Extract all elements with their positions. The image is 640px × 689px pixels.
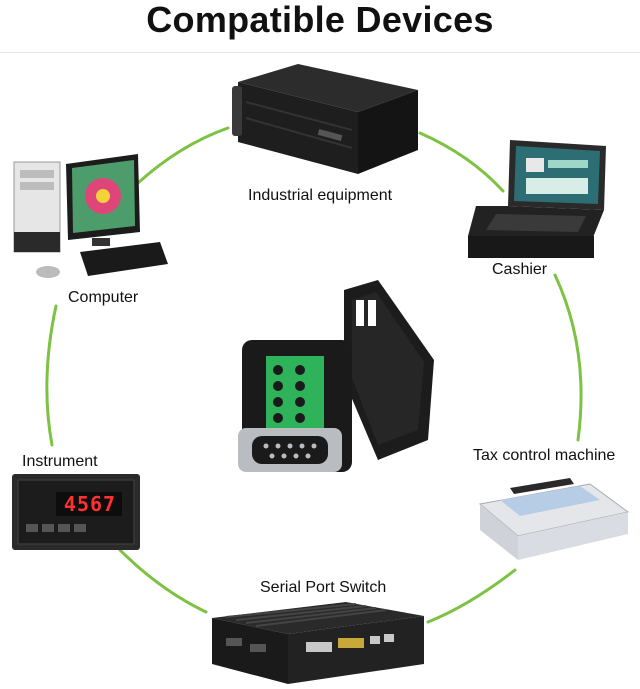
- label-instrument: Instrument: [22, 453, 98, 470]
- db9-terminal-connector-image: [228, 280, 442, 480]
- label-cashier: Cashier: [492, 261, 548, 278]
- label-serial-port-switch: Serial Port Switch: [260, 579, 387, 596]
- tax-control-machine-image: [470, 470, 630, 566]
- instrument-display-readout: 4567: [63, 492, 117, 516]
- label-computer: Computer: [68, 289, 139, 306]
- label-tax-control-machine: Tax control machine: [473, 447, 616, 464]
- computer-image: [10, 152, 170, 284]
- instrument-image: 4567: [12, 474, 144, 554]
- cashier-image: [466, 136, 616, 266]
- industrial-equipment-image: [228, 62, 418, 180]
- serial-port-switch-image: [206, 598, 426, 688]
- title-divider: [0, 52, 640, 53]
- label-industrial-equipment: Industrial equipment: [248, 187, 393, 204]
- page-title: Compatible Devices: [146, 0, 494, 40]
